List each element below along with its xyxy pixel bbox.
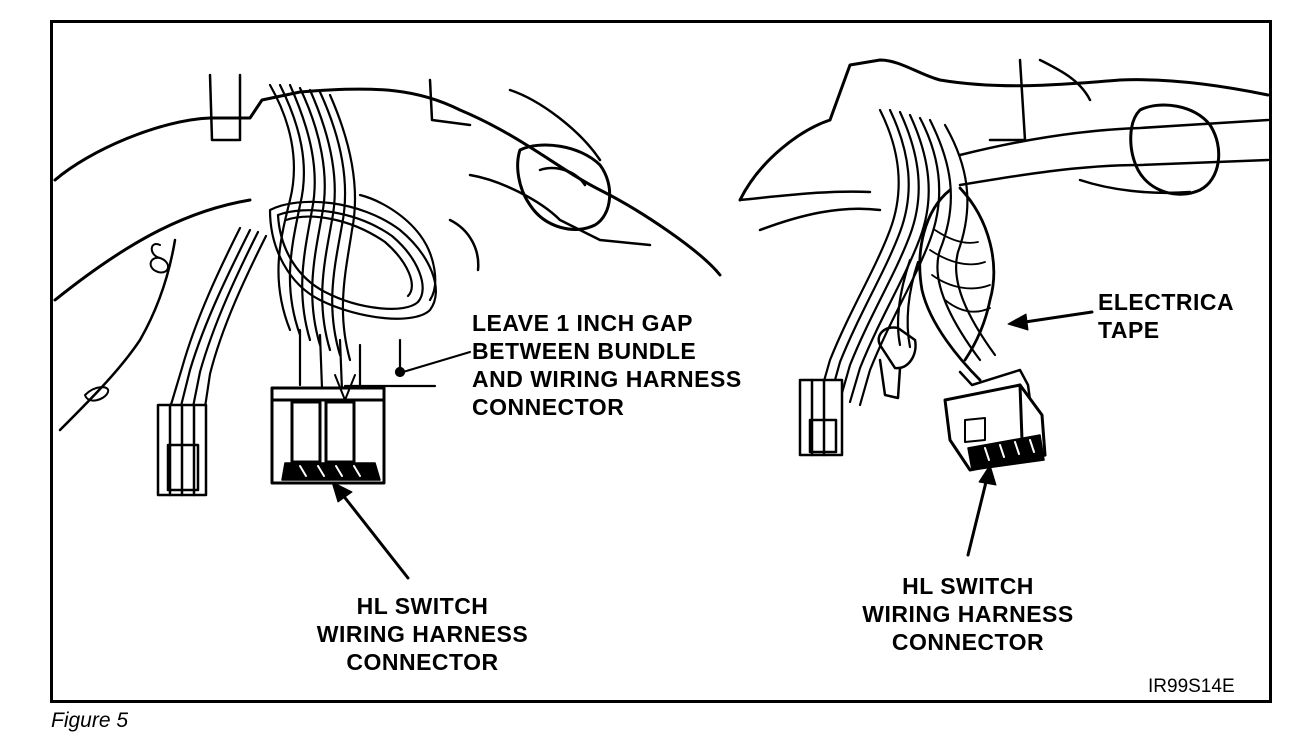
right-wire-bundle (818, 108, 997, 407)
right-connector-arrow (966, 464, 997, 557)
gap-note-line: AND WIRING HARNESS (472, 366, 742, 392)
gap-note-line: LEAVE 1 INCH GAP (472, 310, 693, 336)
left-illustration (53, 73, 722, 580)
left-mark-8 (149, 243, 169, 274)
left-gap-dimension (343, 338, 472, 388)
left-connector-arrow (331, 481, 410, 580)
left-dash-panel-lower (53, 198, 252, 302)
right-tape-wrap (929, 229, 991, 313)
right-illustration (738, 58, 1270, 557)
figure-caption: Figure 5 (51, 709, 129, 732)
tape-line: ELECTRICA (1098, 289, 1235, 315)
left-dash-panel (53, 87, 722, 277)
left-dash-contour (58, 238, 177, 432)
right-steering-column (1129, 103, 1221, 196)
gap-note-line: BETWEEN BUNDLE (472, 338, 697, 364)
tape-label: ELECTRICA TAPE (1098, 288, 1234, 344)
left-connector-line: WIRING HARNESS (316, 621, 529, 647)
left-small-connector (156, 403, 208, 497)
right-connector-line: HL SWITCH (902, 573, 1034, 599)
figure-id-code: IR99S14E (1148, 676, 1235, 697)
left-connector-line: CONNECTOR (346, 649, 499, 675)
right-dash-panel (738, 58, 1270, 202)
right-bulb-socket (877, 326, 917, 400)
left-connector-label: HL SWITCH WIRING HARNESS CONNECTOR (300, 592, 545, 676)
right-connector-line: WIRING HARNESS (862, 601, 1074, 627)
left-main-connector (270, 328, 386, 485)
left-wire-bundle (168, 83, 437, 416)
right-tape-arrow (1007, 310, 1094, 331)
right-small-connector (798, 378, 844, 457)
left-connector-line: HL SWITCH (356, 593, 489, 619)
gap-note-line: CONNECTOR (472, 394, 625, 420)
right-main-connector (943, 368, 1047, 472)
tape-line: TAPE (1098, 317, 1160, 343)
right-connector-label: HL SWITCH WIRING HARNESS CONNECTOR (843, 572, 1093, 656)
right-connector-line: CONNECTOR (891, 629, 1045, 655)
gap-note-label: LEAVE 1 INCH GAP BETWEEN BUNDLE AND WIRI… (472, 309, 742, 421)
